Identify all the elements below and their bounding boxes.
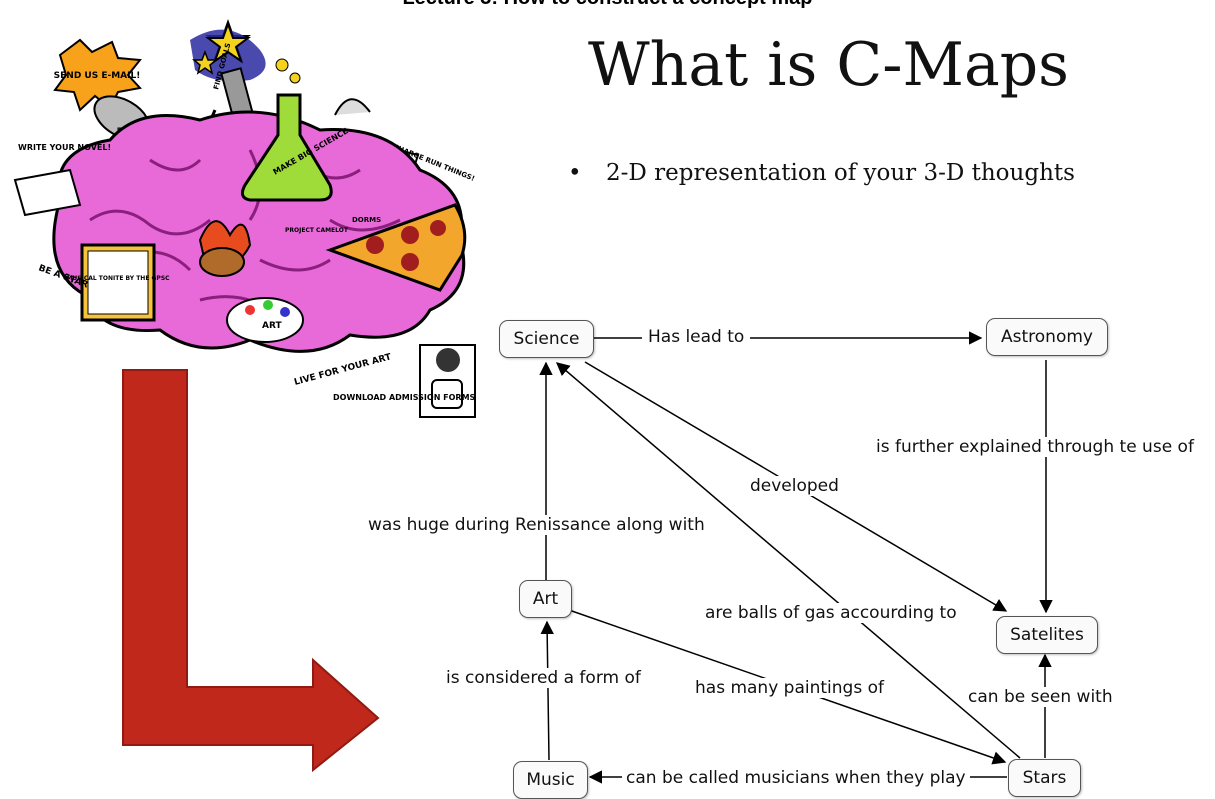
link-label-stars-science: are balls of gas accourding to <box>705 603 957 623</box>
clipart-label-download: DOWNLOAD ADMISSION FORMS <box>333 393 476 402</box>
clipart-label-novel: WRITE YOUR NOVEL! <box>18 143 111 152</box>
link-label-stars-music: can be called musicians when they play <box>622 768 970 788</box>
node-science[interactable]: Science <box>499 320 594 358</box>
clipart-label-musical: MUSICAL TONITE BY THE GPSC <box>66 275 170 282</box>
link-stars-science <box>555 362 1021 759</box>
bullet-point: • 2-D representation of your 3-D thoughts <box>568 160 1075 186</box>
link-label-art-stars: has many paintings of <box>695 678 884 698</box>
slide-title: What is C-Maps <box>588 30 1069 100</box>
link-music-art <box>540 620 554 761</box>
link-label-stars-satelites: can be seen with <box>968 687 1113 707</box>
node-astronomy[interactable]: Astronomy <box>986 318 1108 356</box>
bullet-text: 2-D representation of your 3-D thoughts <box>606 160 1075 186</box>
clipart-label-email: SEND US E-MAIL! <box>54 71 141 81</box>
clipart-label-dorms: DORMS <box>352 216 381 224</box>
red-arrow-shape <box>122 369 380 773</box>
clipart-label-art: ART <box>262 321 282 331</box>
link-label-science-astronomy: Has lead to <box>642 327 751 347</box>
node-music[interactable]: Music <box>513 761 588 799</box>
node-stars[interactable]: Stars <box>1008 759 1081 797</box>
link-label-astronomy-satelites: is further explained through te use of <box>876 437 1194 457</box>
slide-header-cutoff: Lecture 3: How to construct a concept ma… <box>0 0 1215 10</box>
link-label-art-science: was huge during Renissance along with <box>368 515 705 535</box>
link-label-music-art: is considered a form of <box>446 668 641 688</box>
link-label-science-satelites: developed <box>750 476 839 496</box>
node-art[interactable]: Art <box>519 580 572 618</box>
bullet-dot: • <box>568 160 582 186</box>
clipart-label-camelot: PROJECT CAMELOT <box>285 227 349 234</box>
brain-clipart: SEND US E-MAIL! FIND GOALS TAKE CHARGE R… <box>13 19 476 418</box>
node-satelites[interactable]: Satelites <box>996 616 1098 654</box>
brain-shape <box>52 110 466 353</box>
